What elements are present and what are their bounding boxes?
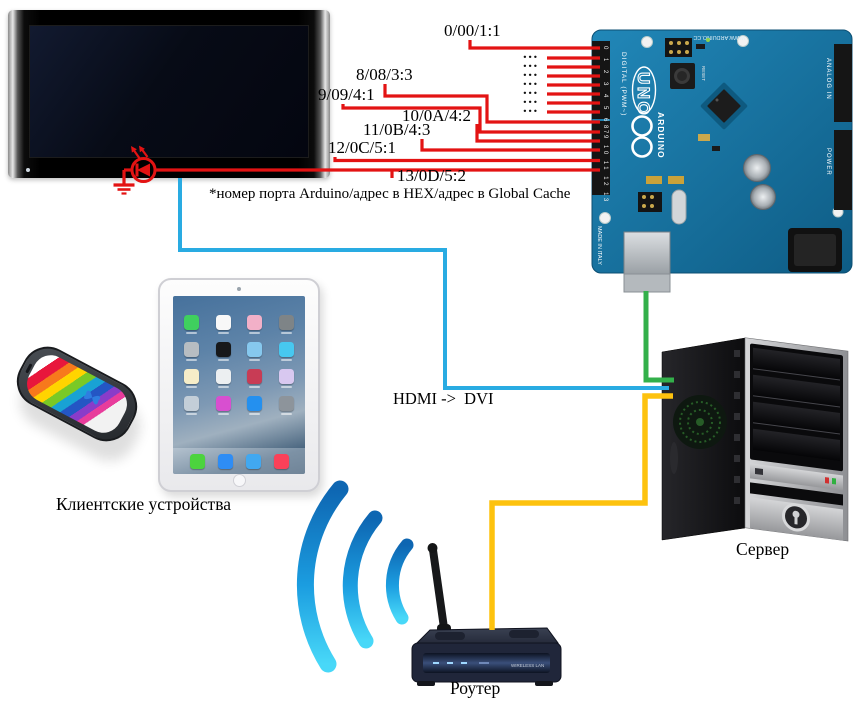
server-power-button [782,503,810,532]
app-icon [278,396,294,415]
digital-pins-b-text: 8 9 10 11 12 13 [602,125,608,204]
reset-button [670,63,695,89]
router-brand-text: WIRELESS LAN [511,663,544,668]
port-label-8: 8/08/3:3 [356,65,413,84]
router-antenna [427,543,451,640]
ellipsis-7: ... [523,100,539,116]
router-label: Роутер [450,678,501,698]
port-note: *номер порта Arduino/адрес в HEX/адрес в… [209,186,571,202]
app-icon [247,369,263,388]
made-in-italy-text: MADE IN ITALY [596,226,602,265]
analog-header-text: ANALOG IN [825,58,831,100]
app-icon [278,342,294,361]
port-label-12: 12/0C/5:1 [328,138,397,157]
arduino-website-text: WWW.ARDUINO.CC [693,34,745,40]
hdmi-dvi-label: HDMI -> DVI [393,389,494,408]
wifi-waves-icon [296,480,414,673]
ellipsis-6: ... [523,91,539,107]
dock-icon [245,453,261,469]
ellipsis-5: ... [523,82,539,98]
tv-power-led [26,168,30,172]
ellipsis-2: ... [523,55,539,71]
digital-pins-a-text: 0 1 2 3 4 5 6 7 [602,46,608,137]
wire-pin10 [475,124,600,143]
tv-screen [29,25,309,158]
butterfly-icon [84,391,101,405]
port-label-0: 0/00/1:1 [444,21,501,40]
app-icon [247,396,263,415]
dock-icon [273,453,289,469]
capacitors [743,154,776,210]
digital-header-text: DIGITAL (PWM~) [620,52,627,116]
uno-model-text: UNO [634,72,653,117]
port-label-11: 11/0B/4:3 [363,120,431,139]
tablet-camera-icon [237,287,241,291]
analog-power-headers [834,44,852,210]
port-label-10: 10/0A/4:2 [402,106,471,125]
arduino-logo-icon [631,66,657,158]
port-label-9: 9/09/4:1 [318,85,375,104]
app-icon-grid [184,315,294,415]
tablet [158,278,320,492]
power-header-text: POWER [825,148,831,176]
ellipsis-4: ... [523,73,539,89]
ellipsis-1: ... [523,46,539,62]
tablet-home-button [232,474,246,487]
router-body: WIRELESS LAN [411,627,562,686]
icsp-header-top [665,38,692,57]
icsp-header-bottom [638,192,662,212]
app-icon [247,342,263,361]
tv-display [8,10,330,178]
clients-label: Клиентские устройства [56,494,231,514]
crystal-oscillator [671,189,687,225]
app-icon [184,315,199,334]
app-icon [278,369,294,388]
app-icon [215,315,231,334]
wifi-router: WIRELESS LAN [295,468,585,700]
smartphone [7,337,147,451]
dock-icon [189,453,205,469]
server-led-red [825,477,829,484]
app-icon [278,315,294,334]
tablet-screen [173,296,305,474]
ellipsis-3: ... [523,64,539,80]
power-jack [788,228,842,272]
server-led-green [832,478,836,485]
arduino-brand-text: ARDUINO [656,112,666,159]
dock-icon [217,453,233,469]
server-tower [655,326,855,548]
app-icon [215,396,231,415]
app-icon [215,342,231,361]
tablet-dock [173,448,305,474]
app-icon [215,369,231,388]
app-icon [247,315,263,334]
arduino-board: WWW.ARDUINO.CC DIGITAL (PWM~) 0 1 2 3 4 … [588,26,856,298]
server-front-panel [744,337,849,542]
app-icon [184,342,199,361]
port-label-13: 13/0D/5:2 [397,166,466,185]
server-fan-grille [673,395,727,449]
microcontroller-chip [700,82,748,130]
smartphone-screen [20,348,134,440]
wire-pin11 [420,139,600,152]
app-icon [184,396,199,415]
server-label: Сервер [736,539,790,559]
app-icon [184,369,199,388]
usb-port [623,231,671,293]
reset-label-text: RESET [701,66,706,81]
